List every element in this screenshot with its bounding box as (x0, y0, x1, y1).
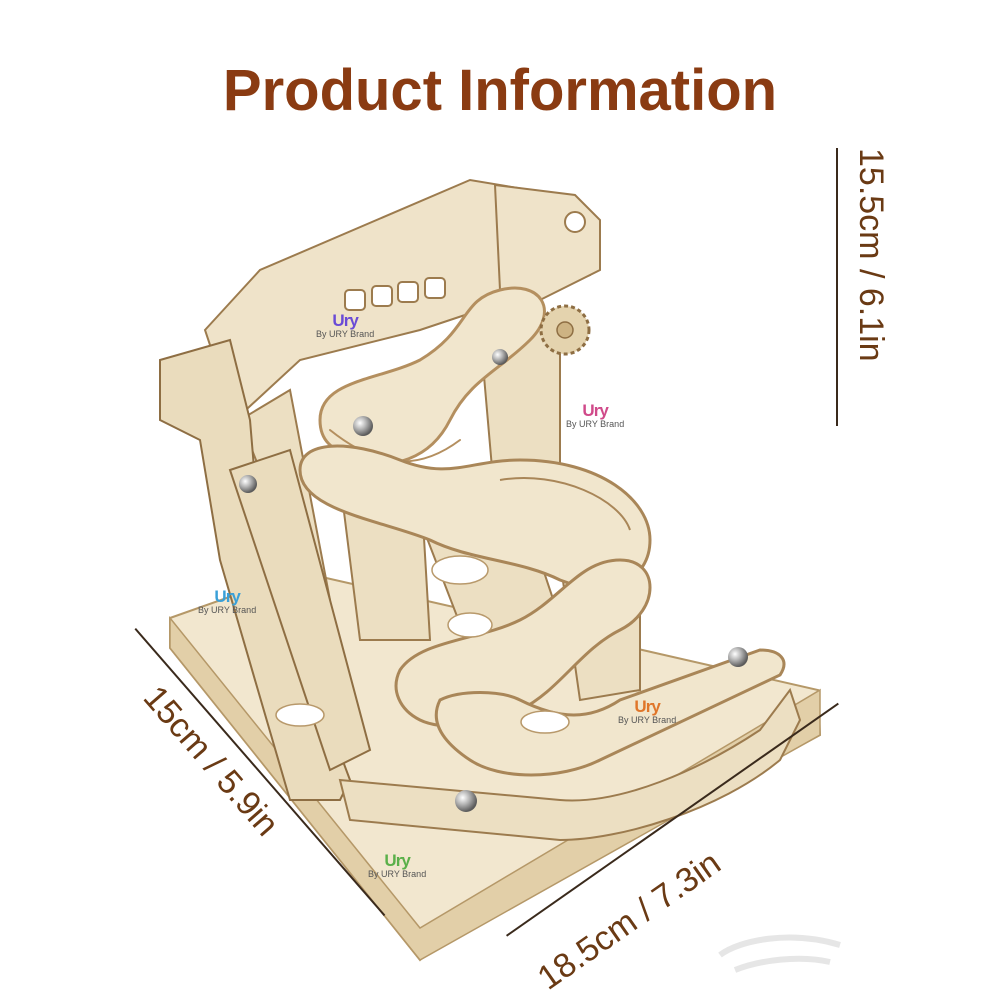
brand-logo-text: Ury (634, 697, 660, 716)
steel-balls (239, 349, 748, 812)
brand-logo-text: Ury (582, 401, 608, 420)
brand-name-text: By URY Brand (316, 329, 375, 339)
height-dimension-label: 15.5cm / 6.1in (852, 148, 890, 362)
brand-name-text: By URY Brand (198, 605, 257, 615)
brand-name-text: By URY Brand (618, 715, 677, 725)
brand-watermark: Ury By URY Brand (316, 312, 374, 339)
cloud-cutouts (275, 555, 570, 734)
brand-logo-text: Ury (384, 851, 410, 870)
brand-watermark: Ury By URY Brand (198, 588, 256, 615)
bottom-wall (338, 687, 802, 842)
lower-track (394, 558, 786, 777)
brand-logo-text: Ury (332, 311, 358, 330)
gear (539, 304, 591, 356)
left-tower (159, 338, 372, 801)
middle-track (298, 444, 652, 590)
brand-watermark: Ury By URY Brand (618, 698, 676, 725)
brand-watermark: Ury By URY Brand (566, 402, 624, 429)
page-title: Product Information (222, 58, 778, 123)
height-dimension-line (836, 148, 838, 426)
brand-logo-text: Ury (214, 587, 240, 606)
brand-watermark: Ury By URY Brand (368, 852, 426, 879)
faint-logo (718, 934, 841, 973)
back-frame (203, 178, 601, 422)
brand-name-text: By URY Brand (566, 419, 625, 429)
brand-name-text: By URY Brand (368, 869, 427, 879)
